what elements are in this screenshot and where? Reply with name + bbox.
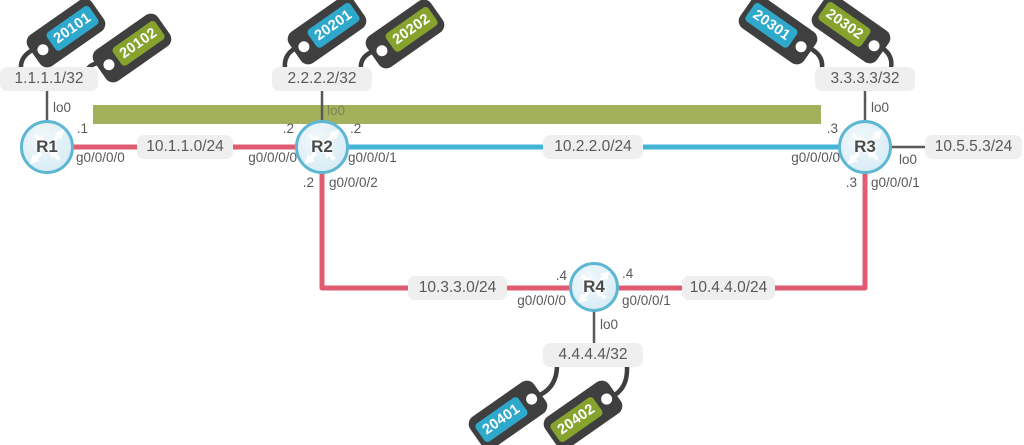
if-r2-down-addr: .2 — [302, 175, 314, 190]
subnet-label-r4-r3: 10.4.4.0/24 — [682, 276, 775, 300]
tag-hole-icon — [295, 38, 312, 55]
area-bar — [93, 105, 821, 124]
subnet-label-r1-r2: 10.1.1.0/24 — [137, 135, 233, 159]
if-r4-right-addr: .4 — [622, 266, 634, 281]
if-r4-left-addr: .4 — [555, 268, 567, 283]
if-r2-left-port: g0/0/0/0 — [248, 150, 297, 165]
router-r2-label: R2 — [311, 137, 333, 156]
router-r1-label: R1 — [36, 137, 58, 156]
link-r2-r4-line — [319, 147, 594, 291]
loopback-ip-r1: 1.1.1.1/32 — [0, 67, 98, 91]
subnet-label-r2-r3: 10.2.2.0/24 — [543, 135, 643, 159]
tag-hole-icon — [598, 390, 615, 407]
router-r3-label: R3 — [854, 137, 876, 156]
loopback-ip-r4: 4.4.4.4/32 — [543, 343, 643, 367]
tag-hole-icon — [34, 41, 51, 58]
r2-lo0-label: lo0 — [327, 103, 346, 118]
loopback-ip-r2: 2.2.2.2/32 — [272, 67, 372, 91]
router-r4-node: R4 — [569, 262, 619, 312]
if-r1-port: g0/0/0/0 — [76, 150, 125, 165]
tag-hole-icon — [373, 42, 390, 59]
router-r1-node: R1 — [20, 120, 74, 174]
if-r3-left-addr: .3 — [826, 121, 838, 136]
if-r2-down-port: g0/0/0/2 — [329, 175, 378, 190]
loopback-ip-r3: 3.3.3.3/32 — [815, 67, 915, 91]
subnet-label-r2-r4: 10.3.3.0/24 — [408, 276, 507, 300]
tag-hole-icon — [866, 37, 883, 54]
r4-lo0-label: lo0 — [600, 317, 619, 332]
tag-hole-icon — [523, 390, 540, 407]
if-r2-left-addr: .2 — [282, 121, 294, 136]
r3-lo0-label: lo0 — [871, 100, 890, 115]
r1-lo0-label: lo0 — [53, 100, 72, 115]
if-r4-right-port: g0/0/0/1 — [622, 293, 671, 308]
if-r3-down-addr: .3 — [845, 175, 857, 190]
tag-hole-icon — [793, 38, 810, 55]
if-r3-left-port: g0/0/0/0 — [791, 150, 840, 165]
router-r4-label: R4 — [583, 277, 605, 296]
router-r2-node: R2 — [295, 120, 349, 174]
router-r3-node: R3 — [838, 120, 892, 174]
if-r2-right-port: g0/0/0/1 — [348, 150, 397, 165]
link-r4-r3-line — [594, 147, 868, 291]
tag-hole-icon — [100, 56, 117, 73]
if-r2-right-addr: .2 — [350, 121, 362, 136]
r3-lan-if-label: lo0 — [899, 152, 918, 167]
subnet-label-r3-lan: 10.5.5.3/24 — [925, 135, 1022, 159]
if-r1-addr: .1 — [76, 121, 88, 136]
if-r3-down-port: g0/0/0/1 — [871, 175, 920, 190]
if-r4-left-port: g0/0/0/0 — [517, 293, 566, 308]
